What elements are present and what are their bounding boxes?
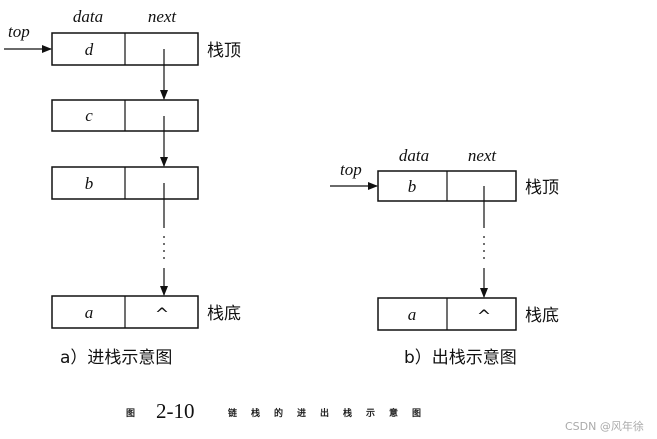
stack-node-d: d — [51, 32, 199, 66]
top-pointer-label: top — [340, 160, 362, 179]
next-field-header: next — [468, 146, 498, 165]
svg-text:a: a — [85, 303, 94, 322]
figure-number: 2-10 — [156, 399, 195, 423]
stack-node-a: a ^ — [377, 297, 517, 331]
push-caption: a）进栈示意图 — [60, 348, 172, 368]
watermark: CSDN @风年徐 — [565, 419, 644, 433]
svg-text:c: c — [85, 106, 93, 125]
svg-text:a: a — [408, 305, 417, 324]
data-field-header: data — [73, 7, 103, 26]
stack-bottom-label: 栈底 — [525, 306, 559, 326]
stack-node-c: c — [51, 99, 199, 132]
svg-text:b: b — [85, 174, 94, 193]
stack-node-a: a ^ — [51, 295, 199, 329]
pop-caption: b）出栈示意图 — [404, 348, 517, 368]
pop-stack-diagram: data next top b a ^ 栈顶 栈底 b）出栈示意图 — [330, 146, 559, 368]
next-field-header: next — [148, 7, 178, 26]
push-stack-diagram: data next top d c b a ^ 栈顶 栈底 a）进栈示意图 — [4, 7, 241, 368]
null-pointer: ^ — [477, 307, 491, 327]
figure-title: 链栈的进出栈示意图 — [228, 407, 435, 419]
stack-node-b: b — [377, 170, 517, 202]
stack-bottom-label: 栈底 — [207, 304, 241, 324]
stack-top-label: 栈顶 — [525, 178, 559, 198]
svg-text:b: b — [408, 177, 417, 196]
data-field-header: data — [399, 146, 429, 165]
svg-text:d: d — [85, 40, 94, 59]
figure-prefix: 图 — [126, 408, 135, 419]
figure-caption: 图 2-10 链栈的进出栈示意图 — [126, 399, 435, 423]
top-pointer-label: top — [8, 22, 30, 41]
null-pointer: ^ — [155, 305, 169, 325]
stack-top-label: 栈顶 — [207, 41, 241, 61]
stack-node-b: b — [51, 166, 199, 200]
